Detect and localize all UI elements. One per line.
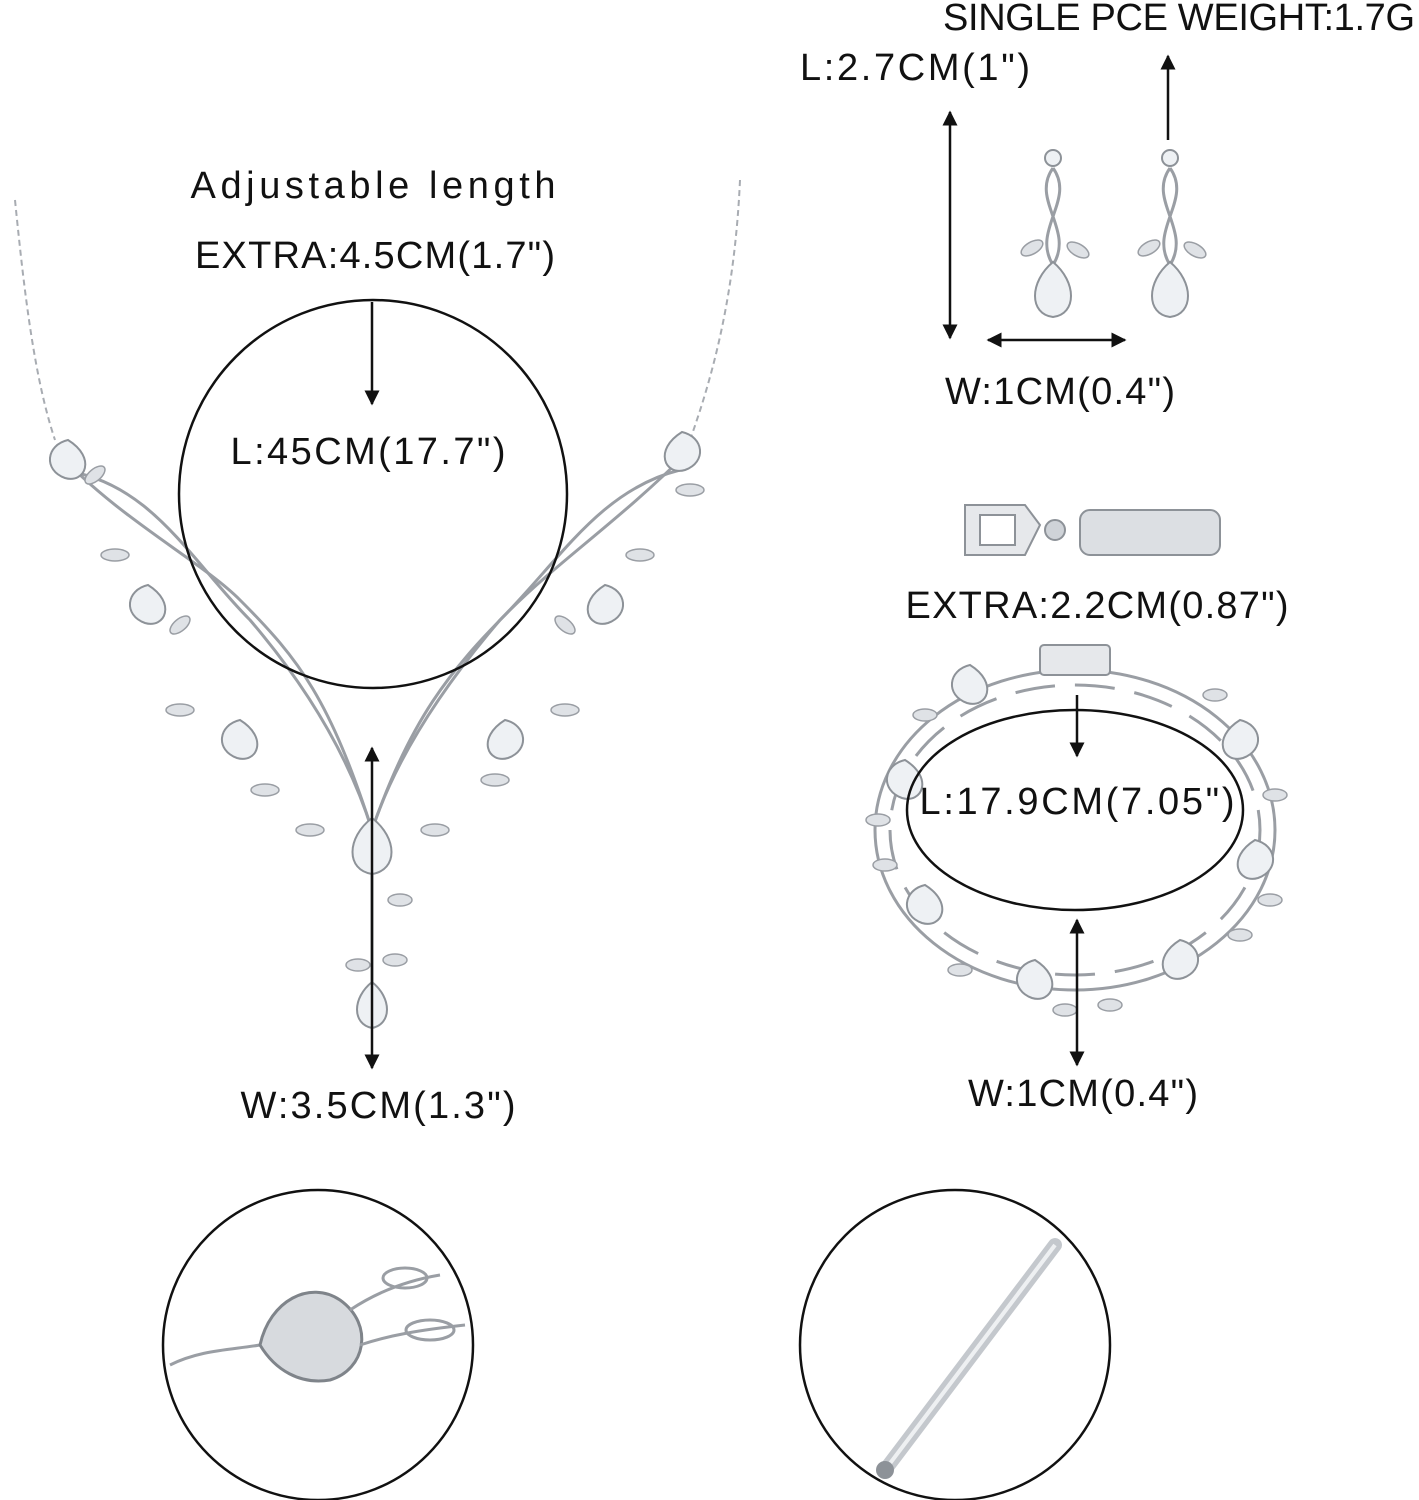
gem (128, 583, 167, 625)
bracelet-length-label: L:17.9CM(7.05") (920, 781, 1235, 823)
bracelet-width-label: W:1CM(0.4") (968, 1073, 1198, 1115)
gem (586, 583, 625, 625)
earring-length-label: L:2.7CM(1") (800, 47, 1030, 89)
earring-width-label: W:1CM(0.4") (945, 371, 1175, 413)
bracelet-illustration (865, 644, 1288, 1017)
gem (486, 718, 525, 760)
bracelet-length-ellipse (905, 708, 1245, 912)
earring-weight-label: SINGLE PCE WEIGHT:1.7G (943, 0, 1415, 39)
necklace-adjustable-label: Adjustable length (191, 165, 556, 207)
necklace-width-label: W:3.5CM(1.3") (241, 1085, 516, 1127)
earring-post-closeup (798, 1188, 1112, 1500)
necklace-illustration (14, 179, 741, 1030)
necklace-extra-label: EXTRA:4.5CM(1.7") (195, 235, 555, 277)
gem (48, 438, 87, 480)
gem (220, 718, 259, 760)
gem (663, 430, 702, 472)
necklace-length-label: L:45CM(17.7") (231, 431, 506, 473)
earring-illustration-left (1020, 149, 1090, 319)
earring-illustration-right (1137, 149, 1207, 319)
bracelet-extra-label: EXTRA:2.2CM(0.87") (906, 585, 1289, 627)
extender-clasp-illustration (964, 504, 1221, 556)
necklace-length-circle (177, 298, 569, 690)
lobster-clasp-closeup (161, 1188, 475, 1500)
